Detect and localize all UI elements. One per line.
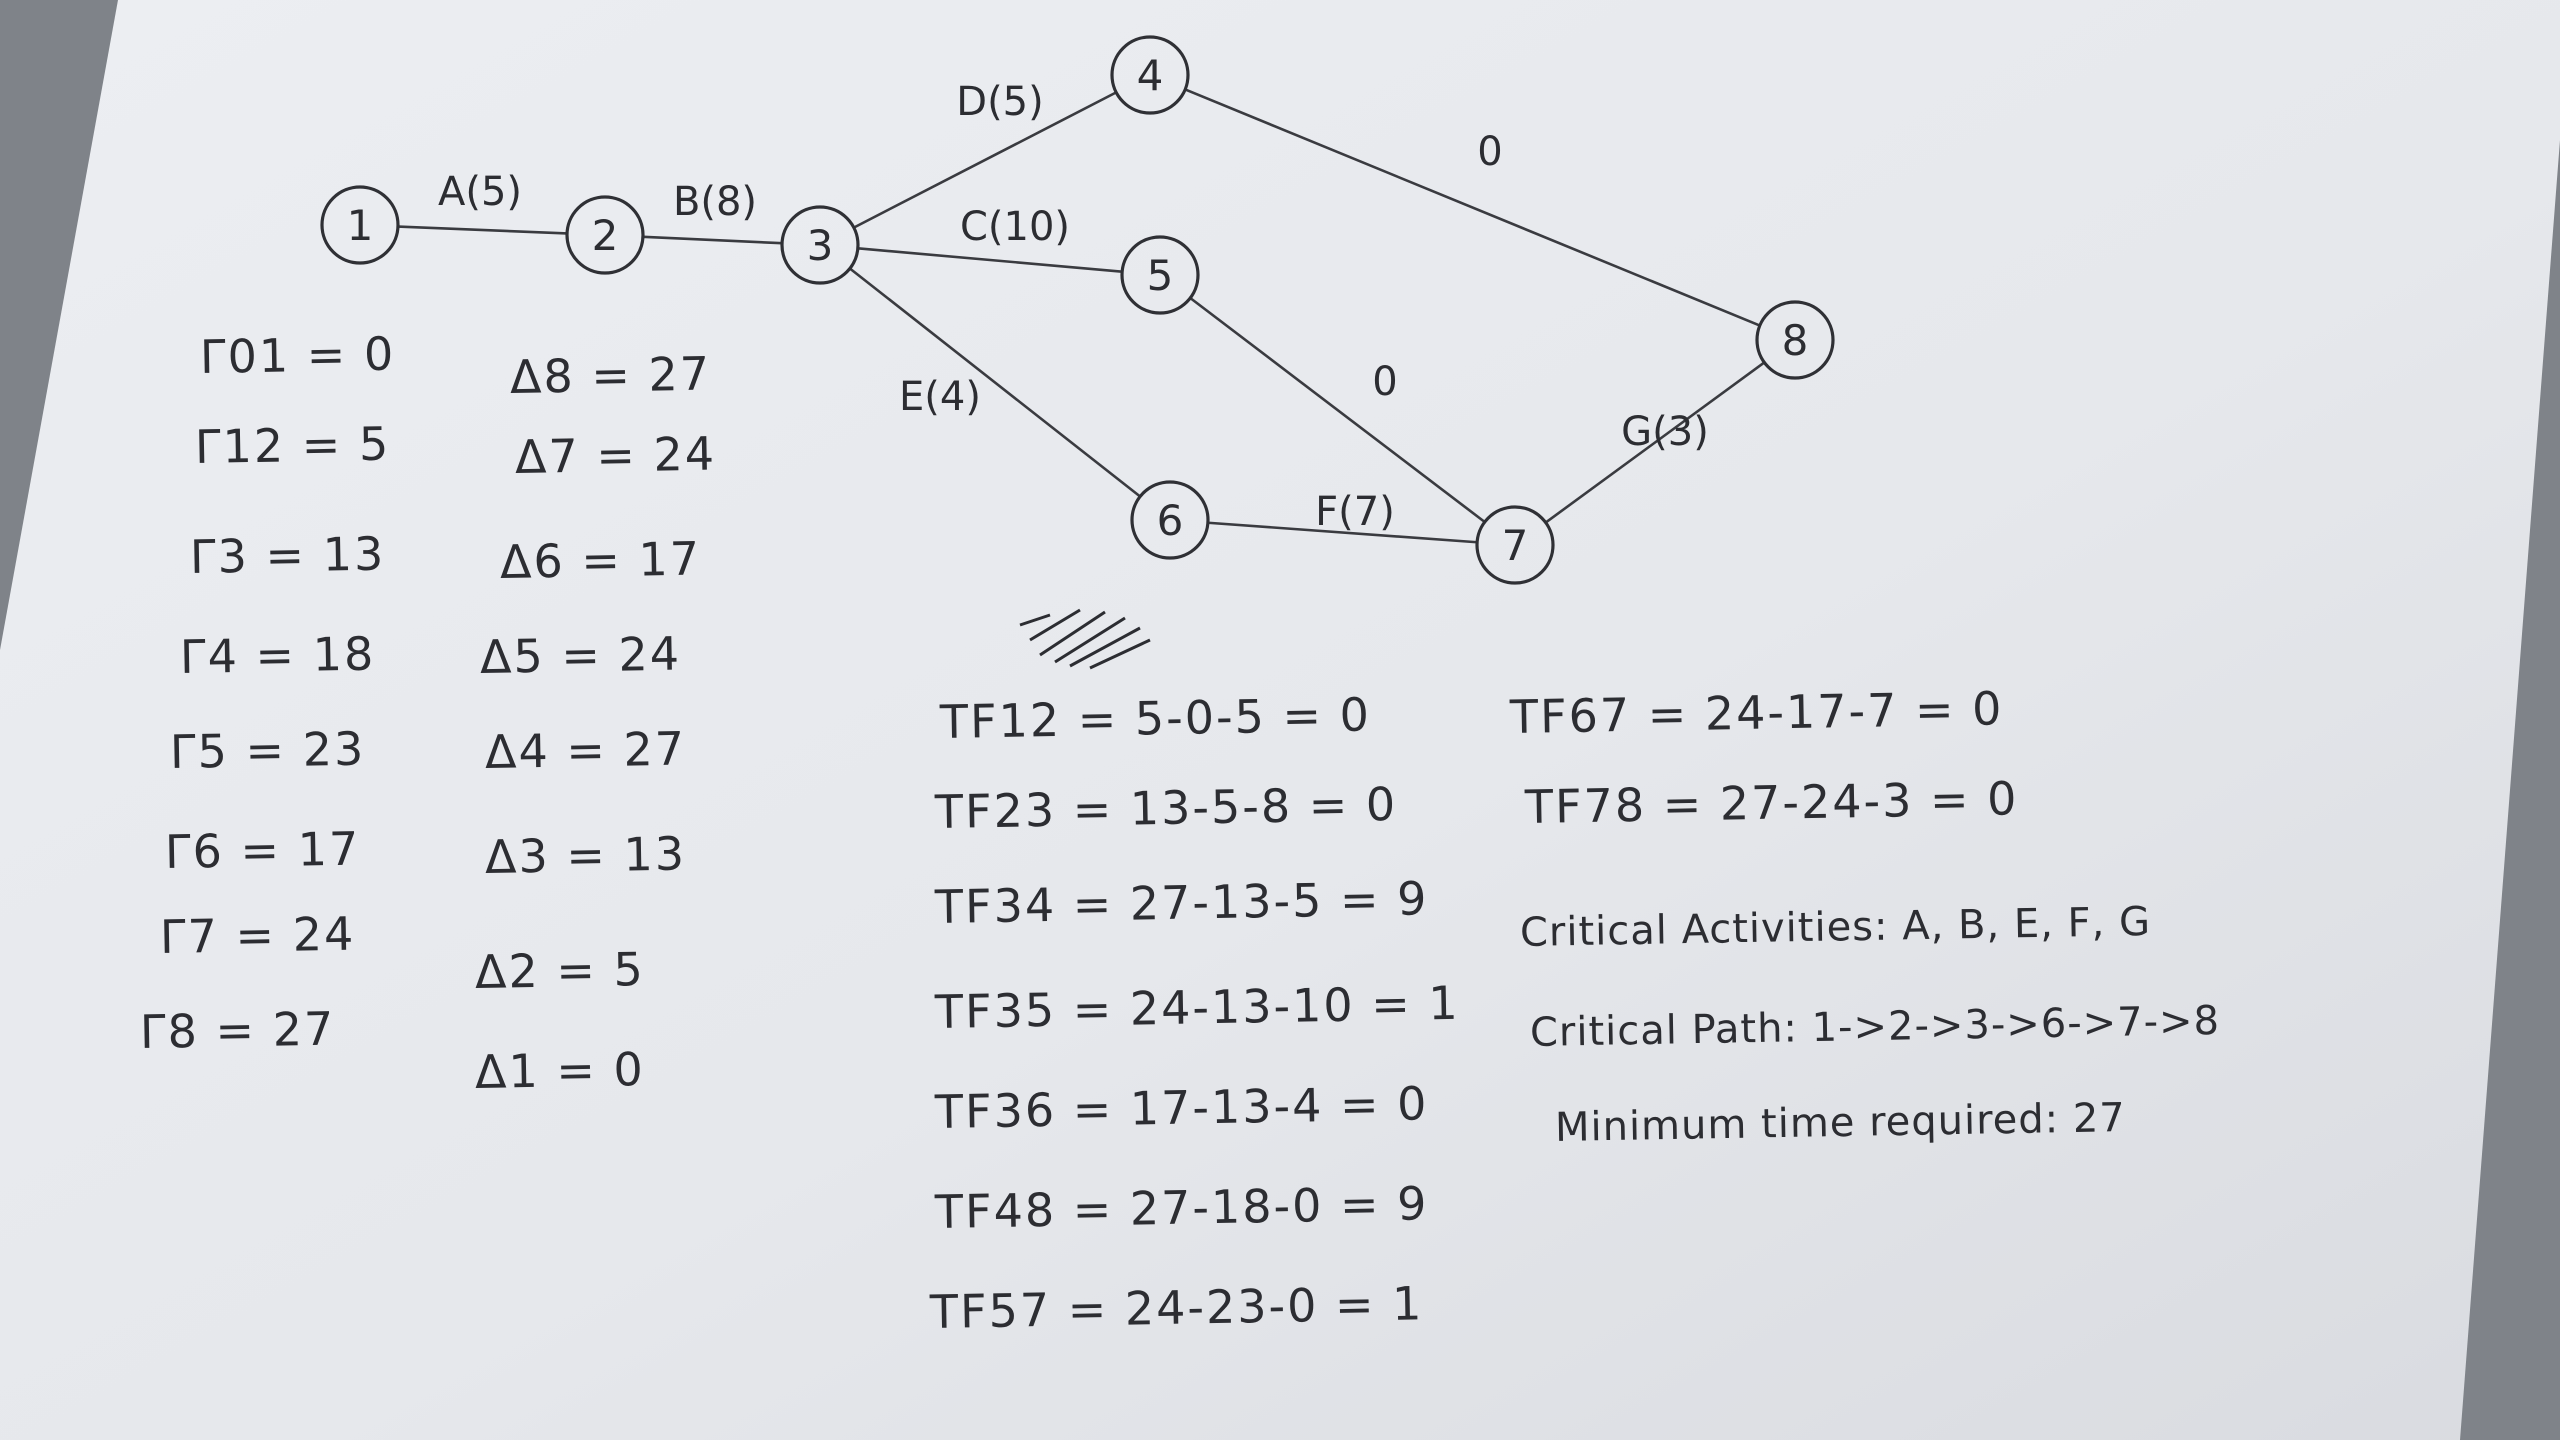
edge-5-7 — [1189, 296, 1486, 524]
edges-layer: A(5) B(8) D(5) C(10) E(4) 0 0F(7) G(3) — [397, 79, 1766, 544]
edge-label-7-8: G(3) — [1621, 409, 1709, 455]
tf-line: TF57 = 24-23-0 = 1 — [929, 1276, 1424, 1339]
node-circle-3 — [780, 205, 860, 285]
tf-line: TF23 = 13-5-8 = 0 — [934, 776, 1398, 839]
node-circle-5 — [1120, 235, 1200, 315]
gamma-line: Γ3 = 13 — [189, 526, 386, 584]
delta-line: Δ4 = 27 — [484, 721, 687, 779]
node-circle-1 — [320, 185, 400, 265]
gamma-line: Γ8 = 27 — [139, 1001, 336, 1059]
delta-line: Δ5 = 24 — [479, 626, 682, 684]
edge-4-8 — [1184, 88, 1761, 327]
edge-label-5-7: 0 — [1372, 359, 1397, 405]
delta-line: Δ6 = 17 — [499, 531, 702, 589]
delta-line: Δ8 = 27 — [509, 346, 712, 404]
gamma-line: Γ7 = 24 — [159, 906, 356, 964]
node-label-4: 4 — [1137, 51, 1164, 100]
nodes-layer: 1 2 3 4 5 6 7 8 — [320, 35, 1835, 585]
scribble-mark — [1019, 608, 1151, 670]
node-circle-8 — [1755, 300, 1835, 380]
edge-3-4 — [853, 91, 1117, 229]
gamma-line: Γ6 = 17 — [164, 821, 361, 879]
node-circle-4 — [1110, 35, 1190, 115]
node-label-3: 3 — [807, 221, 834, 270]
tf-line: TF12 = 5-0-5 = 0 — [939, 687, 1372, 749]
tf-line: TF36 = 17-13-4 = 0 — [934, 1076, 1429, 1139]
tf-line: TF67 = 24-17-7 = 0 — [1509, 681, 2004, 744]
node-circle-6 — [1130, 480, 1210, 560]
edge-6-7 — [1207, 521, 1478, 544]
node-label-7: 7 — [1502, 521, 1529, 570]
edge-label-2-3: B(8) — [673, 179, 757, 225]
edge-label-6-7: F(7) — [1315, 489, 1395, 535]
node-label-5: 5 — [1147, 251, 1174, 300]
edge-3-5 — [857, 247, 1123, 273]
node-label-8: 8 — [1782, 316, 1809, 365]
delta-line: Δ2 = 5 — [474, 942, 646, 999]
edge-label-3-6: E(4) — [899, 374, 981, 420]
gamma-line: Γ01 = 0 — [199, 326, 396, 384]
edge-label-4-8: 0 — [1477, 129, 1502, 175]
node-circle-7 — [1475, 505, 1555, 585]
edge-2-3 — [642, 235, 783, 245]
gamma-line: Γ12 = 5 — [194, 416, 391, 474]
node-label-6: 6 — [1157, 496, 1184, 545]
tf-line: TF35 = 24-13-10 = 1 — [934, 975, 1461, 1039]
node-circle-2 — [565, 195, 645, 275]
tf-line: TF48 = 27-18-0 = 9 — [934, 1176, 1429, 1239]
tf-line: TF34 = 27-13-5 = 9 — [934, 871, 1429, 934]
gamma-line: Γ5 = 23 — [169, 721, 366, 779]
edge-label-3-4: D(5) — [956, 79, 1043, 125]
edge-1-2 — [397, 225, 568, 235]
tf-line: TF78 = 27-24-3 = 0 — [1524, 771, 2019, 834]
edge-3-6 — [849, 267, 1141, 498]
gamma-line: Γ4 = 18 — [179, 626, 376, 684]
edge-label-3-5: C(10) — [960, 204, 1070, 250]
node-label-1: 1 — [347, 201, 374, 250]
edge-label-1-2: A(5) — [438, 169, 522, 215]
delta-line: Δ1 = 0 — [474, 1042, 646, 1099]
delta-line: Δ7 = 24 — [514, 426, 717, 484]
delta-line: Δ3 = 13 — [484, 826, 687, 884]
node-label-2: 2 — [592, 211, 619, 260]
edge-7-8 — [1544, 361, 1766, 524]
